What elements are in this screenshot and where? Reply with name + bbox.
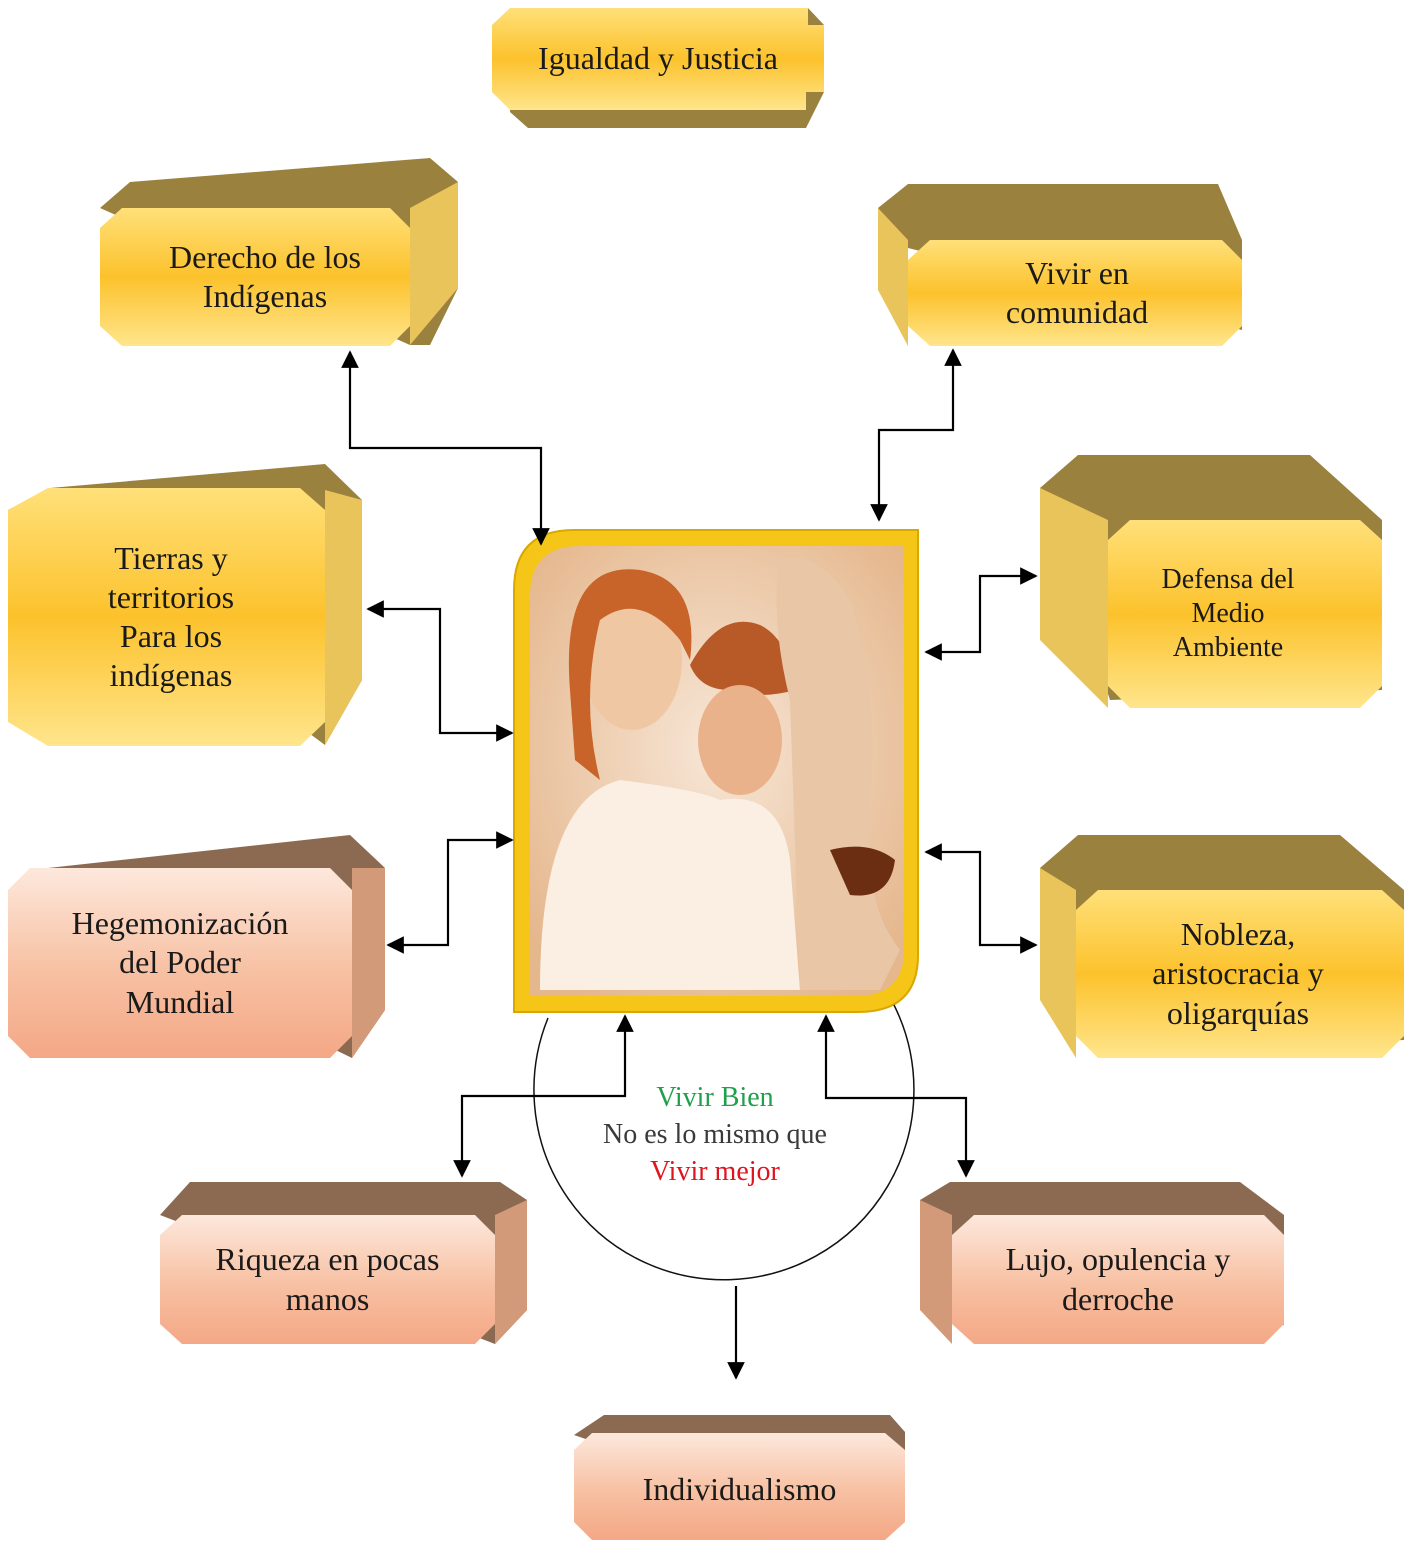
arrow-defensa [924, 567, 1038, 661]
center-line-no-es: No es lo mismo que [603, 1118, 827, 1150]
box-lujo [920, 1182, 1284, 1344]
box-vivir-comunidad [878, 184, 1242, 346]
boy-face [698, 685, 782, 795]
label-nobleza: Nobleza, aristocracia y oligarquías [1152, 916, 1324, 1031]
girl-face [582, 590, 682, 730]
center-line-vivir-bien: Vivir Bien [656, 1082, 774, 1113]
label-hegemonizacion: Hegemonización del Poder Mundial [71, 905, 289, 1020]
box-hegemonizacion [8, 835, 385, 1058]
label-igualdad: Igualdad y Justicia [538, 40, 778, 77]
arrow-lujo [817, 1014, 975, 1178]
box-tierras [8, 464, 362, 746]
arrow-nobleza [924, 843, 1038, 954]
arrow-derecho [341, 350, 550, 546]
box-derecho [100, 158, 458, 346]
label-defensa: Defensa del Medio Ambiente [1161, 563, 1295, 664]
boy-hat [690, 621, 795, 695]
center-line-vivir-mejor: Vivir mejor [650, 1155, 780, 1187]
label-riqueza: Riqueza en pocas manos [215, 1241, 440, 1317]
label-tierras: Tierras y territorios Para los indígenas [107, 539, 235, 694]
arrow-hegemonizacion [386, 831, 514, 954]
label-individualismo: Individualismo [642, 1471, 837, 1508]
children-clothes [540, 780, 800, 990]
adult-hands [830, 846, 895, 896]
box-riqueza [160, 1182, 527, 1344]
arrow-tierras [366, 600, 514, 742]
box-nobleza [1040, 835, 1404, 1058]
box-defensa [1040, 455, 1382, 708]
label-lujo: Lujo, opulencia y derroche [1005, 1241, 1231, 1317]
label-vivir-comunidad: Vivir en comunidad [1005, 254, 1149, 330]
girl-hair [568, 569, 692, 780]
central-photo [513, 529, 919, 1013]
arrow-comunidad [870, 348, 962, 522]
center-caption: Vivir Bien No es lo mismo que Vivir mejo… [540, 1080, 890, 1191]
arrow-riqueza [453, 1014, 634, 1178]
label-derecho: Derecho de los Indígenas [169, 238, 361, 314]
box-individualismo [574, 1415, 905, 1540]
box-igualdad [492, 8, 824, 128]
